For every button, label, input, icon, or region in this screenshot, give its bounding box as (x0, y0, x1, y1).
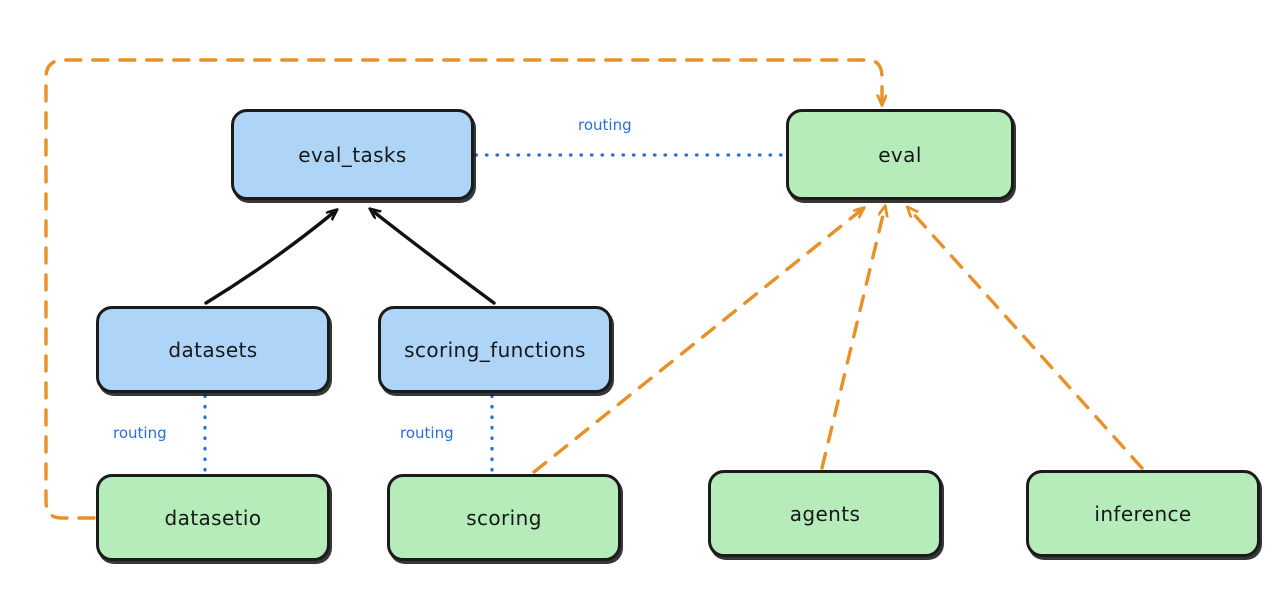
edge-datasets-to-eval-tasks (204, 213, 333, 305)
edge-inference-to-eval (911, 211, 1144, 470)
edge-label-routing-scoring-functions: routing (400, 424, 454, 442)
node-scoring[interactable]: scoring (387, 474, 621, 561)
edge-label-routing-eval-tasks: routing (578, 116, 632, 134)
node-label-datasets: datasets (168, 337, 258, 362)
node-datasets[interactable]: datasets (96, 306, 330, 393)
node-datasetio[interactable]: datasetio (96, 474, 330, 561)
node-eval[interactable]: eval (786, 109, 1014, 200)
node-label-eval-tasks: eval_tasks (298, 142, 407, 167)
node-label-scoring: scoring (466, 505, 542, 530)
node-agents[interactable]: agents (708, 470, 942, 557)
node-label-scoring-functions: scoring_functions (404, 337, 586, 362)
node-eval-tasks[interactable]: eval_tasks (231, 109, 474, 200)
node-label-inference: inference (1094, 501, 1192, 526)
edge-scoring-functions-to-eval-tasks (374, 212, 496, 305)
node-scoring-functions[interactable]: scoring_functions (378, 306, 612, 393)
node-label-datasetio: datasetio (164, 505, 262, 530)
node-label-agents: agents (789, 501, 861, 526)
node-label-eval: eval (878, 142, 922, 167)
node-inference[interactable]: inference (1026, 470, 1260, 557)
edge-agents-to-eval (820, 211, 884, 470)
edge-label-routing-datasets: routing (113, 424, 167, 442)
